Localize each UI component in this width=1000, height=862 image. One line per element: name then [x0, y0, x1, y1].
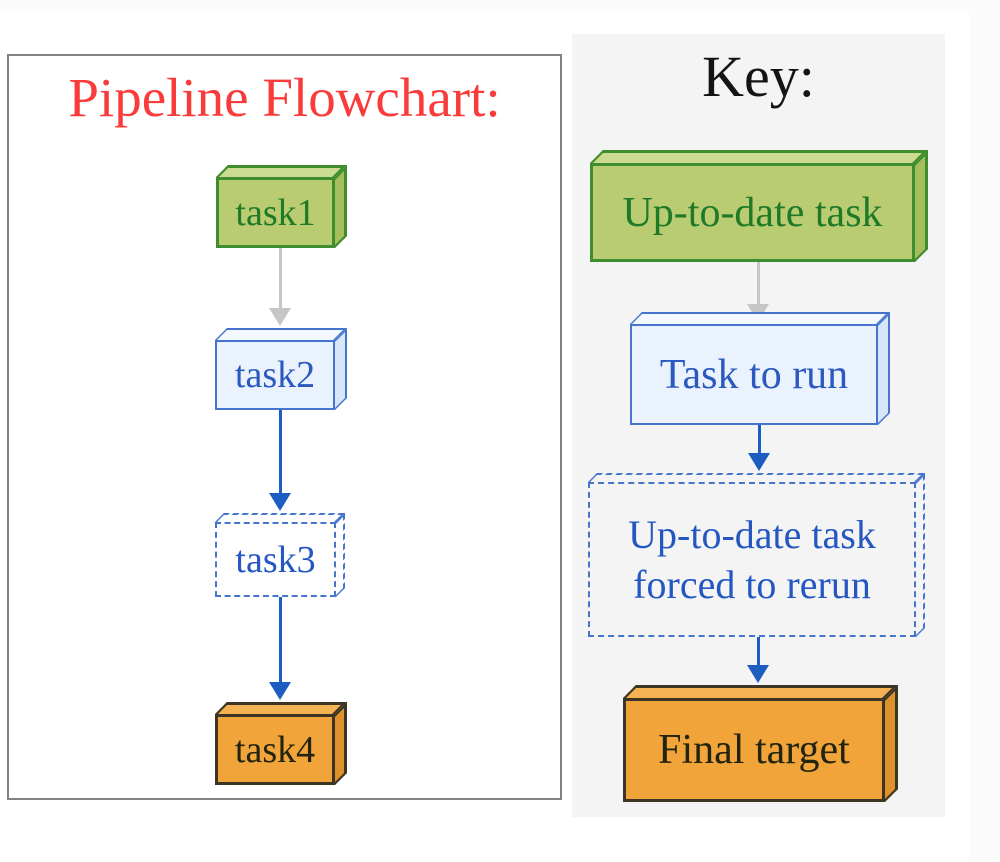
- box3d-front-face: Task to run: [630, 324, 878, 425]
- box3d-top-face: [630, 312, 890, 324]
- node-label-task1: task1: [235, 191, 316, 234]
- node-label-task2: task2: [234, 354, 316, 396]
- legend-label-forced-to-rerun: Up-to-date task forced to rerun: [628, 511, 876, 607]
- arrow-shaft: [756, 637, 760, 665]
- arrow-shaft: [278, 597, 282, 682]
- box3d-front-face: Up-to-date task: [590, 163, 915, 262]
- flowchart-title: Pipeline Flowchart:: [68, 67, 501, 128]
- legend-final-target: Final target: [623, 685, 898, 802]
- edge-arrow-task1-task2: [269, 248, 291, 326]
- arrow-head-icon: [748, 453, 770, 471]
- box3d-right-face: [335, 165, 347, 248]
- box3d-top-face: [216, 165, 347, 177]
- arrow-head-icon: [269, 493, 291, 511]
- box3d-front-face: Final target: [623, 698, 885, 802]
- box3d-front-face: task2: [215, 340, 335, 410]
- legend-up-to-date-task: Up-to-date task: [590, 150, 928, 262]
- legend-label-task-to-run: Task to run: [659, 351, 849, 398]
- node-task4: task4: [215, 702, 347, 785]
- box3d-top-face: [590, 150, 928, 163]
- arrow-head-icon: [269, 682, 291, 700]
- node-label-task4: task4: [234, 728, 316, 771]
- key-title: Key:: [702, 44, 815, 109]
- box3d-right-face: [878, 312, 890, 425]
- node-task2: task2: [215, 328, 347, 410]
- legend-forced-to-rerun: Up-to-date task forced to rerun: [588, 473, 925, 637]
- arrow-head-icon: [747, 665, 769, 683]
- box3d-right-face: [335, 328, 347, 410]
- box3d-top-face: [623, 685, 898, 698]
- box3d-right-face: [915, 150, 928, 262]
- node-label-task3: task3: [235, 538, 316, 581]
- box3d-front-face: task1: [216, 177, 335, 248]
- box3d-right-face: [336, 513, 345, 597]
- box3d-front-face: Up-to-date task forced to rerun: [588, 482, 916, 637]
- box3d-right-face: [916, 473, 925, 637]
- key-connector-arrow-3: [747, 637, 769, 683]
- legend-task-to-run: Task to run: [630, 312, 890, 425]
- box3d-top-face: [215, 702, 347, 714]
- edge-arrow-task2-task3: [269, 410, 291, 511]
- arrow-shaft: [278, 248, 282, 308]
- arrow-head-icon: [269, 308, 291, 326]
- arrow-shaft: [278, 410, 282, 493]
- right-edge-strip: [969, 0, 1000, 862]
- box3d-top-face: [215, 328, 347, 340]
- legend-label-up-to-date: Up-to-date task: [622, 189, 883, 236]
- node-task1: task1: [216, 165, 347, 248]
- legend-label-final-target: Final target: [658, 727, 850, 773]
- box3d-top-face: [215, 513, 345, 522]
- box3d-front-face: task3: [215, 522, 336, 597]
- box3d-top-face: [588, 473, 925, 482]
- top-edge-strip: [0, 0, 1000, 12]
- edge-arrow-task3-task4: [269, 597, 291, 700]
- box3d-right-face: [885, 685, 898, 802]
- box3d-front-face: task4: [215, 714, 335, 785]
- key-connector-arrow-2: [748, 425, 770, 471]
- arrow-shaft: [757, 425, 761, 453]
- box3d-right-face: [335, 702, 347, 785]
- node-task3: task3: [215, 513, 345, 597]
- arrow-shaft: [756, 262, 760, 304]
